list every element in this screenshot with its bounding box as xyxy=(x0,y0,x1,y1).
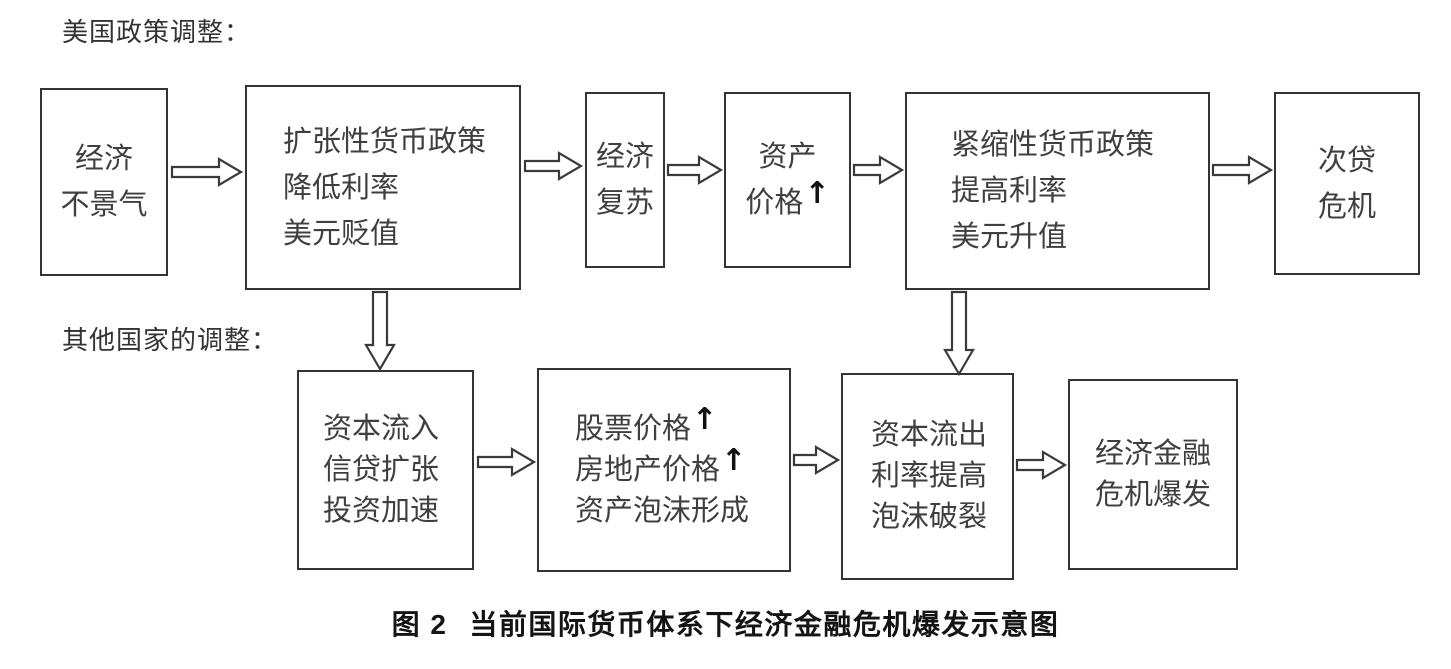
box-asset-prices-rise: 资产 价格↑ xyxy=(724,92,851,268)
box-line: 价格↑ xyxy=(745,179,829,226)
flow-arrow-right-icon xyxy=(170,157,244,187)
box-line: 美元贬值 xyxy=(283,217,400,250)
box-line: 投资加速 xyxy=(323,494,440,527)
flow-arrow-right-icon xyxy=(852,155,905,185)
figure-title: 当前国际货币体系下经济金融危机爆发示意图 xyxy=(469,609,1060,640)
box-line: 不景气 xyxy=(60,189,148,221)
figure-caption: 图 2 当前国际货币体系下经济金融危机爆发示意图 xyxy=(0,603,1451,643)
box-line: 资本流出 xyxy=(871,419,988,451)
box-line: 资本流入 xyxy=(323,412,440,445)
box-economic-recovery: 经济 复苏 xyxy=(585,92,665,268)
box-line: 经济金融 xyxy=(1094,437,1211,470)
box-line: 资产泡沫形成 xyxy=(575,494,750,527)
box-economic-downturn: 经济 不景气 xyxy=(40,88,168,276)
box-tightening-monetary-policy: 紧缩性货币政策 提高利率 美元升值 xyxy=(905,92,1210,290)
box-line: 股票价格↑ xyxy=(575,405,717,450)
box-line: 扩张性货币政策 xyxy=(283,125,487,158)
flow-arrow-down-icon xyxy=(943,290,975,377)
box-line: 次贷 xyxy=(1317,144,1376,177)
box-line: 紧缩性货币政策 xyxy=(951,129,1155,161)
box-line-text: 股票价格 xyxy=(575,412,692,445)
flow-arrow-right-icon xyxy=(523,151,584,181)
box-asset-bubble: 股票价格↑ 房地产价格↑ 资产泡沫形成 xyxy=(537,368,791,572)
box-line: 资产 xyxy=(758,141,817,173)
flow-arrow-right-icon xyxy=(1211,155,1274,185)
box-line: 美元升值 xyxy=(951,221,1068,253)
box-expansionary-monetary-policy: 扩张性货币政策 降低利率 美元贬值 xyxy=(245,85,521,290)
figure-number: 图 2 xyxy=(391,609,448,640)
box-capital-inflow: 资本流入 信贷扩张 投资加速 xyxy=(297,370,474,570)
box-line: 利率提高 xyxy=(871,460,988,492)
box-line: 泡沫破裂 xyxy=(871,501,988,533)
box-line: 经济 xyxy=(74,143,133,175)
box-line: 提高利率 xyxy=(951,175,1068,207)
box-line: 降低利率 xyxy=(283,171,400,204)
box-line: 复苏 xyxy=(595,187,654,219)
flow-arrow-right-icon xyxy=(1015,450,1068,480)
flow-arrow-down-icon xyxy=(364,290,396,372)
box-line-text: 价格 xyxy=(745,187,804,219)
section-label-other-countries: 其他国家的调整： xyxy=(62,326,279,355)
box-subprime-crisis: 次贷 危机 xyxy=(1274,92,1420,275)
box-capital-outflow: 资本流出 利率提高 泡沫破裂 xyxy=(841,373,1014,580)
flow-arrow-right-icon xyxy=(792,445,841,475)
box-line-text: 房地产价格 xyxy=(575,453,721,486)
flow-arrow-right-icon xyxy=(476,447,537,477)
section-label-us-policy: 美国政策调整： xyxy=(62,18,252,47)
flow-arrow-right-icon xyxy=(666,155,724,185)
box-line: 房地产价格↑ xyxy=(575,446,746,491)
box-line: 信贷扩张 xyxy=(323,453,440,486)
box-line: 危机 xyxy=(1317,190,1376,223)
box-line: 经济 xyxy=(595,141,654,173)
box-crisis-outbreak: 经济金融 危机爆发 xyxy=(1068,379,1238,570)
box-line: 危机爆发 xyxy=(1094,478,1211,511)
